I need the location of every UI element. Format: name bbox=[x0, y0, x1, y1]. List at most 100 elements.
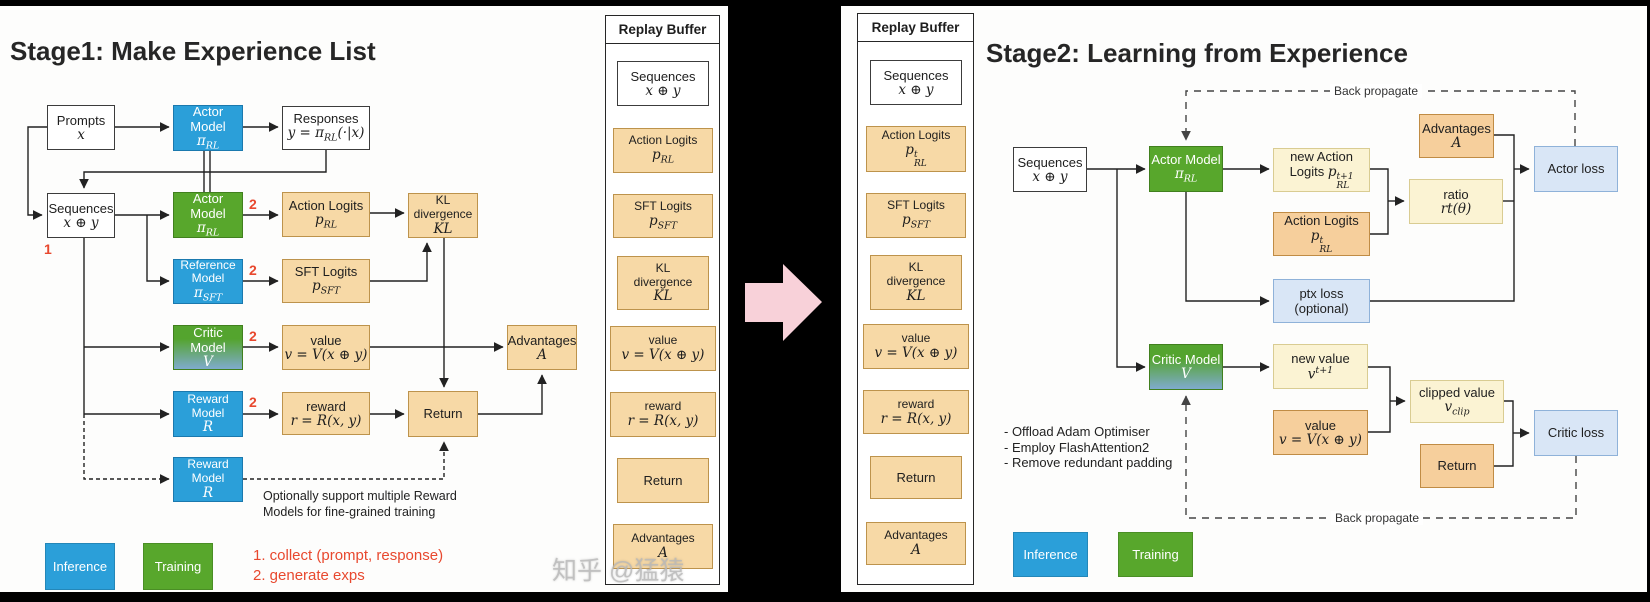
ratio-box: ratio rt(θ) bbox=[1409, 179, 1503, 224]
value-box: value v = V(x ⊕ y) bbox=[282, 325, 370, 370]
step1-marker: 1 bbox=[44, 241, 52, 257]
stage1-title: Stage1: Make Experience List bbox=[10, 36, 376, 66]
reference-model-box: Reference Model πSFT bbox=[173, 257, 243, 305]
critic-model-box: Critic Model V bbox=[1149, 344, 1223, 390]
rb-action-logits: Action Logits pRL bbox=[613, 128, 713, 173]
actor-loss-box: Actor loss bbox=[1534, 146, 1618, 192]
new-value-box: new value vt+1 bbox=[1273, 344, 1368, 389]
box-label: Advantages bbox=[507, 332, 577, 348]
rb-sequences: Sequences x ⊕ y bbox=[870, 60, 962, 105]
box-label: Reference bbox=[180, 257, 236, 272]
box-label: reward bbox=[306, 398, 346, 414]
transition-arrow-icon bbox=[745, 264, 822, 341]
box-label: Return bbox=[423, 406, 463, 422]
replay-buffer-right: Replay Buffer Sequences x ⊕ y Action Log… bbox=[857, 13, 974, 585]
optional-reward-note: Optionally support multiple Reward Model… bbox=[263, 489, 457, 519]
rb-return: Return bbox=[617, 458, 709, 503]
return-box: Return bbox=[1420, 444, 1494, 488]
box-label: Model bbox=[191, 271, 225, 286]
actor-model-training-box: Actor Model πRL bbox=[173, 190, 243, 239]
advantages-box: Advantages A bbox=[1419, 114, 1494, 158]
rb-kl-divergence: KL divergence KL bbox=[617, 256, 709, 310]
box-math: y = πRL(·|x) bbox=[287, 125, 365, 145]
ptx-loss-box: ptx loss (optional) bbox=[1273, 279, 1370, 323]
box-math: V bbox=[203, 354, 213, 371]
kl-divergence-box: KL divergence KL bbox=[408, 193, 478, 238]
box-math: x ⊕ y bbox=[63, 214, 99, 231]
legend-inference: Inference bbox=[1013, 532, 1088, 577]
box-label: Sequences bbox=[48, 200, 114, 216]
rb-return: Return bbox=[870, 456, 962, 499]
box-math: r = R(x, y) bbox=[290, 412, 362, 429]
step2-marker: 2 bbox=[249, 196, 257, 212]
watermark: 知乎 @猛猿 bbox=[552, 557, 685, 585]
back-propagate-label-bottom: Back propagate bbox=[1331, 511, 1424, 525]
clipped-value-box: clipped value vclip bbox=[1410, 380, 1504, 423]
box-math: πSFT bbox=[193, 285, 223, 305]
stage2-panel bbox=[841, 6, 1647, 592]
box-math: v = V(x ⊕ y) bbox=[284, 346, 368, 363]
reward-model-2-box: Reward Model R bbox=[173, 457, 243, 502]
box-math: pSFT bbox=[311, 278, 341, 298]
box-label: Model bbox=[191, 405, 225, 420]
critic-model-box: Critic Model V bbox=[173, 325, 243, 370]
box-label: Prompts bbox=[56, 112, 106, 128]
replay-buffer-title: Replay Buffer bbox=[858, 14, 973, 42]
step2-marker: 2 bbox=[249, 394, 257, 410]
box-label: Reward bbox=[187, 391, 229, 406]
sequences-box: Sequences x ⊕ y bbox=[1013, 147, 1087, 192]
reward-model-box: Reward Model R bbox=[173, 391, 243, 437]
rb-sft-logits: SFT Logits pSFT bbox=[613, 194, 713, 238]
back-propagate-label-top: Back propagate bbox=[1330, 84, 1423, 98]
box-label: Reward bbox=[187, 457, 229, 472]
box-label: Responses bbox=[293, 111, 359, 127]
rb-advantages: Advantages A bbox=[613, 524, 713, 569]
box-math: pRL bbox=[314, 211, 338, 231]
sft-logits-box: SFT Logits pSFT bbox=[282, 259, 370, 303]
box-label: Actor Model bbox=[190, 103, 226, 134]
actor-model-inference-box: Actor Model πRL bbox=[173, 103, 243, 152]
legend-inference: Inference bbox=[45, 543, 115, 590]
optimisation-notes: - Offload Adam Optimiser - Employ FlashA… bbox=[1004, 424, 1173, 470]
box-math: πRL bbox=[196, 133, 220, 152]
rb-advantages: Advantages A bbox=[866, 522, 966, 565]
rb-value: value v = V(x ⊕ y) bbox=[610, 326, 716, 371]
advantages-box: Advantages A bbox=[507, 325, 577, 370]
box-label: divergence bbox=[413, 207, 473, 222]
box-label: Model bbox=[191, 471, 225, 486]
critic-loss-box: Critic loss bbox=[1534, 410, 1618, 456]
prompts-box: Prompts x bbox=[47, 105, 115, 150]
legend-training: Training bbox=[143, 543, 213, 590]
responses-box: Responses y = πRL(·|x) bbox=[282, 106, 370, 150]
box-label: value bbox=[310, 332, 342, 348]
stage2-title: Stage2: Learning from Experience bbox=[986, 38, 1408, 68]
rb-value: value v = V(x ⊕ y) bbox=[863, 324, 969, 369]
sequences-box: Sequences x ⊕ y bbox=[47, 193, 115, 238]
box-label: SFT Logits bbox=[294, 264, 358, 280]
rb-kl-divergence: KL divergence KL bbox=[870, 255, 962, 310]
actor-model-box: Actor Model πRL bbox=[1149, 146, 1223, 192]
stage1-red-notes: 1. collect (prompt, response) 2. generat… bbox=[253, 547, 444, 584]
value-box: value v = V(x ⊕ y) bbox=[1273, 410, 1368, 455]
legend-training: Training bbox=[1118, 532, 1193, 577]
rb-reward: reward r = R(x, y) bbox=[610, 392, 716, 437]
box-math: πRL bbox=[196, 220, 220, 239]
box-math: R bbox=[202, 484, 214, 501]
rb-sft-logits: SFT Logits pSFT bbox=[866, 193, 966, 238]
box-math: x bbox=[77, 126, 85, 143]
step2-marker: 2 bbox=[249, 328, 257, 344]
box-math: KL bbox=[433, 220, 453, 237]
box-label: Actor Model bbox=[190, 190, 226, 221]
box-label: Critic Model bbox=[190, 325, 226, 356]
action-logits-box: Action Logits pRL bbox=[282, 192, 370, 237]
box-math: R bbox=[202, 419, 214, 436]
step2-marker: 2 bbox=[249, 262, 257, 278]
box-label: KL bbox=[435, 193, 451, 208]
box-label: Action Logits bbox=[288, 197, 364, 213]
rb-sequences: Sequences x ⊕ y bbox=[617, 61, 709, 106]
